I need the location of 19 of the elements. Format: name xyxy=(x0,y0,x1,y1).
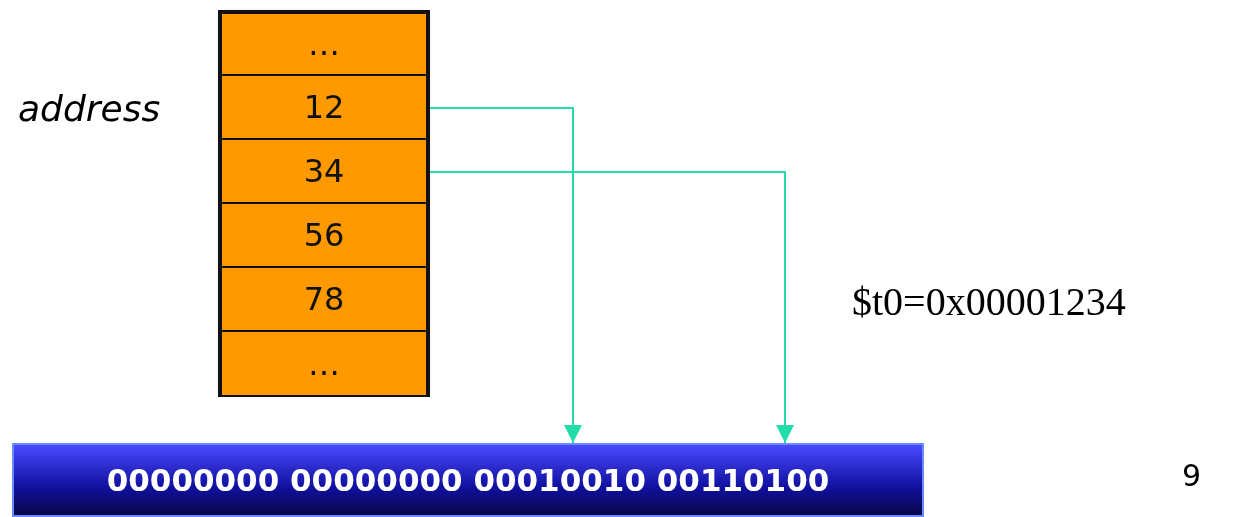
cell-text: … xyxy=(308,344,340,383)
register-bar xyxy=(12,443,924,517)
page-number: 9 xyxy=(1182,458,1202,493)
memory-cell xyxy=(218,140,430,204)
arrow xyxy=(429,171,794,444)
memory-cell xyxy=(218,268,430,332)
memory-cell xyxy=(218,76,430,140)
register-value: $t0=0x00001234 xyxy=(852,278,1126,325)
cell-text: 12 xyxy=(303,88,345,126)
memory-cell xyxy=(218,332,430,397)
address-label: address xyxy=(18,88,161,129)
cell-text: 56 xyxy=(303,216,345,254)
cell-text: 00000000 00000000 00010010 00110100 xyxy=(106,462,830,498)
cell-text: 78 xyxy=(303,280,345,318)
memory-cell xyxy=(218,10,430,76)
memory-cell xyxy=(218,204,430,268)
cell-text: 34 xyxy=(303,152,345,190)
cell-text: … xyxy=(308,25,340,63)
arrow xyxy=(429,107,582,444)
